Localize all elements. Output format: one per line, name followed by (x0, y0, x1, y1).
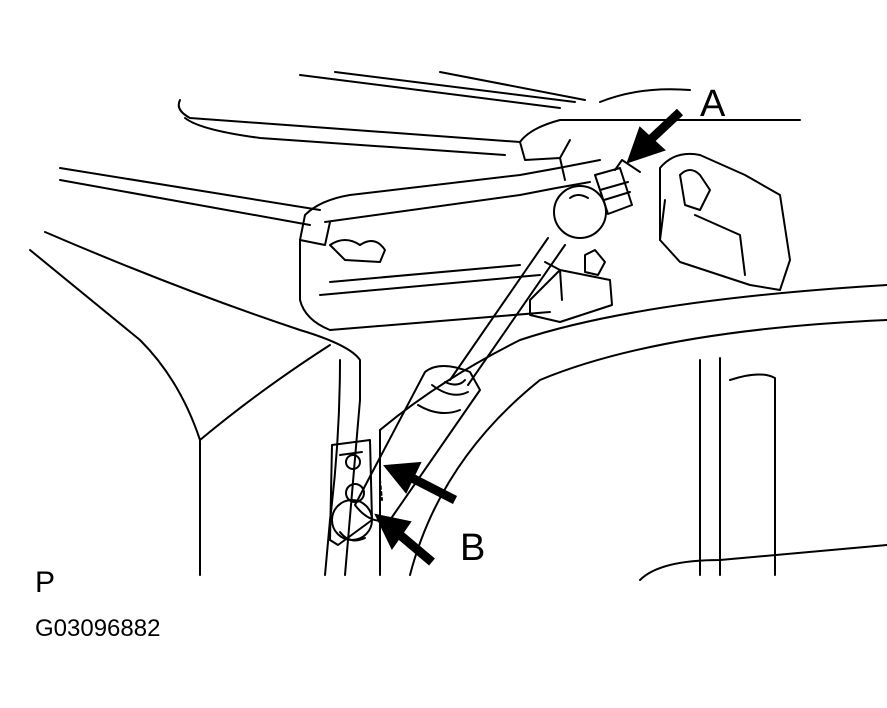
upper-mount-bracket (659, 152, 791, 291)
arrow-b-lower-icon (374, 513, 435, 566)
lower-mount-bracket (329, 249, 613, 546)
liftgate-edge (299, 139, 601, 331)
body-pillar (29, 231, 887, 581)
upper-ball-stud (594, 159, 641, 215)
roof-panel-lines (59, 71, 801, 226)
view-code-label: P (35, 566, 55, 599)
callout-label-b: B (460, 527, 485, 569)
arrow-a-icon (626, 108, 684, 164)
clip-hint-line (379, 479, 383, 501)
gas-strut (331, 185, 607, 542)
callout-label-a: A (700, 83, 726, 125)
arrow-b-upper-icon (383, 461, 458, 505)
figure-id-label: G03096882 (35, 615, 160, 642)
